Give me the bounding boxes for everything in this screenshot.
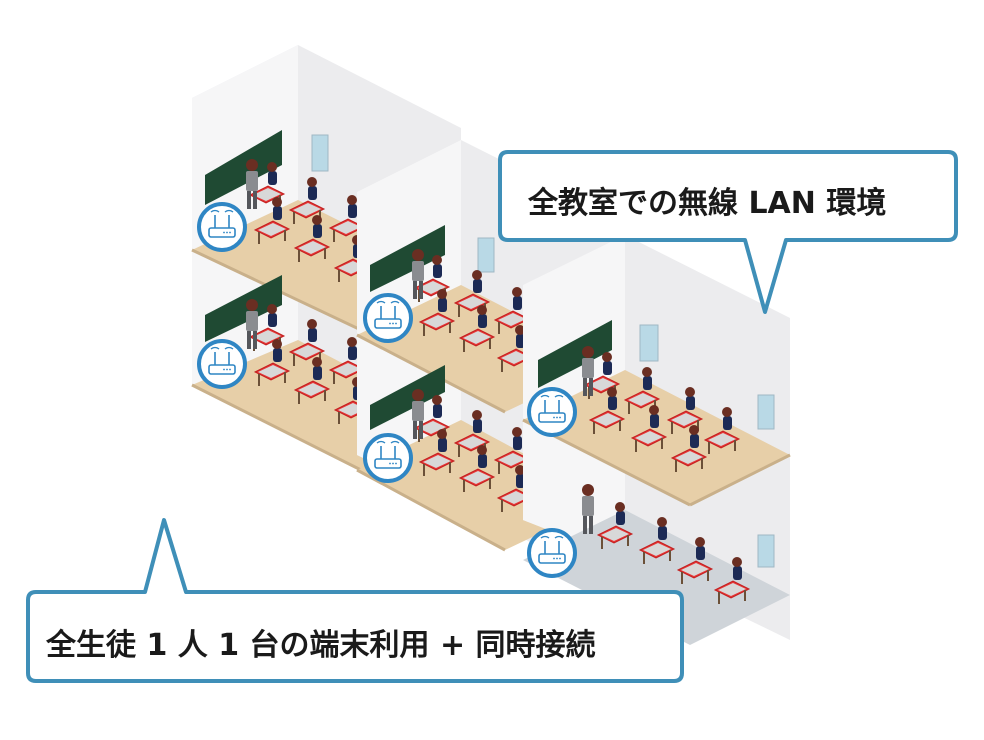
classroom-block-right <box>523 235 790 645</box>
wifi-router-icon <box>529 389 575 435</box>
wifi-router-icon <box>529 530 575 576</box>
wifi-router-icon <box>365 435 411 481</box>
wifi-router-icon <box>199 204 245 250</box>
wifi-router-icon <box>199 341 245 387</box>
wifi-router-icon <box>365 295 411 341</box>
callout-top-text: 全教室での無線 LAN 環境 <box>528 178 886 222</box>
callout-bottom-text: 全生徒 1 人 1 台の端末利用 + 同時接続 <box>46 620 596 664</box>
